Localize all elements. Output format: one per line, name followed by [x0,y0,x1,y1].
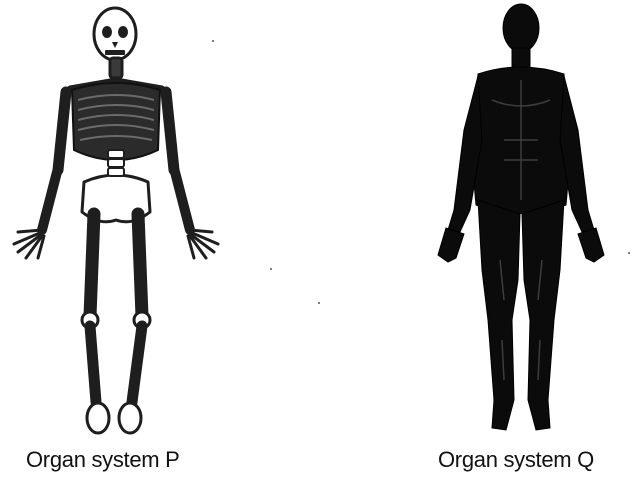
scan-speck [318,302,320,304]
forearm-right [175,172,190,230]
head [503,4,539,52]
leg-left [478,200,520,430]
figure-organ-system-p [0,0,240,440]
cervical-spine [110,58,122,78]
hand-right [578,228,604,262]
femur-left [90,214,94,316]
femur-right [138,214,142,316]
humerus-left [58,92,66,170]
caption-organ-system-p: Organ system P [26,447,180,473]
skeleton-illustration [0,0,240,440]
figure-organ-system-q [420,0,642,440]
hand-left [14,230,44,258]
hand-right [188,230,218,258]
foot-right [119,403,141,433]
forearm-left [42,172,57,230]
foot-left [87,403,109,433]
tibia-right [132,326,142,402]
humerus-right [166,92,174,170]
caption-organ-system-q: Organ system Q [438,447,594,473]
leg-right [522,200,564,430]
neck [512,48,530,68]
arm-left [448,76,482,232]
scan-speck [628,252,630,254]
hand-left [438,228,464,262]
scan-speck [212,40,214,42]
lumbar-spine [108,150,124,176]
arm-right [560,76,594,232]
muscular-body-illustration [420,0,642,440]
scan-speck [270,268,272,270]
tibia-left [90,326,96,402]
